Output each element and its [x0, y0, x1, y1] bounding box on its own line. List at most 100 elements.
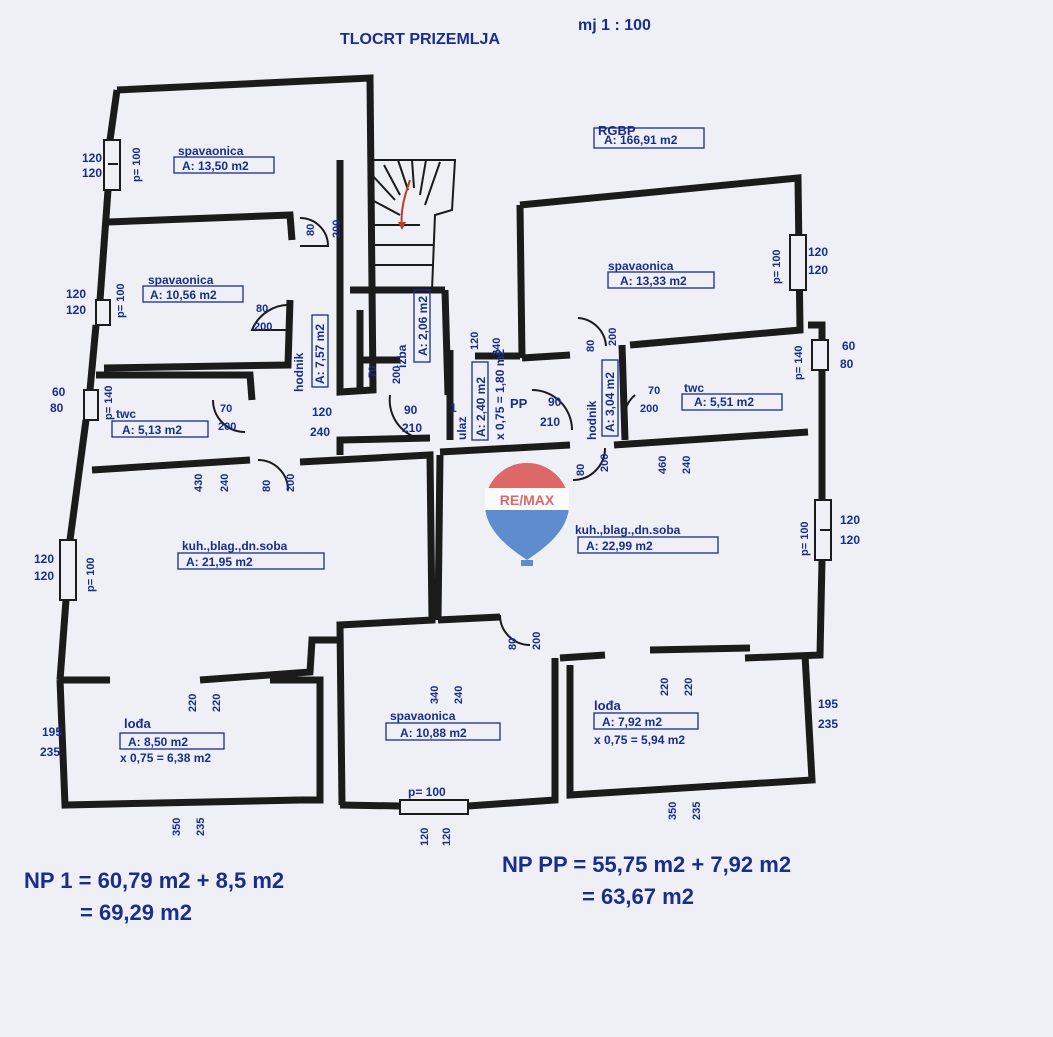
svg-text:A: 10,56 m2: A: 10,56 m2 [150, 288, 217, 302]
svg-text:hodnik: hodnik [585, 400, 599, 440]
svg-text:x 0,75 = 5,94 m2: x 0,75 = 5,94 m2 [594, 733, 685, 747]
svg-text:200: 200 [599, 454, 611, 472]
svg-text:350: 350 [171, 818, 183, 836]
svg-text:x 0,75 = 1,80 m2: x 0,75 = 1,80 m2 [493, 349, 507, 440]
dimension-labels: 120 120 p= 100 120 120 p= 100 60 80 p= 1… [34, 147, 860, 846]
room-spav1: spavaonica A: 13,50 m2 [173, 144, 275, 174]
room-kuh1: kuh.,blag.,dn.soba A: 21,95 m2 [177, 539, 325, 570]
svg-text:120: 120 [441, 828, 453, 846]
svg-text:A: 7,92 m2: A: 7,92 m2 [602, 715, 662, 729]
svg-text:120: 120 [840, 533, 860, 547]
svg-text:izba: izba [395, 344, 409, 368]
rgbp-area: A: 166,91 m2 [604, 133, 678, 147]
svg-text:120: 120 [34, 569, 54, 583]
svg-text:ulaz: ulaz [455, 417, 469, 440]
svg-text:200: 200 [254, 321, 272, 333]
svg-text:195: 195 [42, 725, 62, 739]
svg-text:lođa: lođa [124, 716, 151, 731]
total-np1-line2: = 69,29 m2 [80, 900, 192, 925]
svg-text:A: 3,04 m2: A: 3,04 m2 [603, 372, 617, 432]
total-np1-line1: NP 1 = 60,79 m2 + 8,5 m2 [24, 868, 285, 893]
svg-text:235: 235 [818, 717, 838, 731]
svg-text:350: 350 [667, 802, 679, 820]
svg-text:spavaonica: spavaonica [608, 259, 674, 273]
svg-text:kuh.,blag.,dn.soba: kuh.,blag.,dn.soba [182, 539, 288, 553]
svg-text:235: 235 [40, 745, 60, 759]
svg-text:220: 220 [683, 678, 695, 696]
total-nppp-line1: NP PP = 55,75 m2 + 7,92 m2 [502, 852, 792, 877]
svg-text:A: 2,40 m2: A: 2,40 m2 [474, 377, 488, 437]
svg-text:kuh.,blag.,dn.soba: kuh.,blag.,dn.soba [575, 523, 681, 537]
svg-text:60: 60 [842, 339, 856, 353]
svg-text:220: 220 [659, 678, 671, 696]
svg-text:240: 240 [219, 474, 231, 492]
svg-text:80: 80 [50, 401, 64, 415]
svg-text:80: 80 [585, 340, 597, 352]
svg-text:A: 22,99 m2: A: 22,99 m2 [586, 539, 653, 553]
svg-text:A: 7,57 m2: A: 7,57 m2 [313, 324, 327, 384]
svg-text:70: 70 [220, 403, 232, 415]
svg-text:200: 200 [391, 366, 403, 384]
room-ulaz: ulaz A: 2,40 m2 x 0,75 = 1,80 m2 [455, 349, 507, 441]
svg-text:A: 13,50 m2: A: 13,50 m2 [182, 159, 249, 173]
svg-text:spavaonica: spavaonica [178, 144, 244, 158]
svg-text:80: 80 [256, 303, 268, 315]
svg-text:80: 80 [840, 357, 854, 371]
room-kuh2: kuh.,blag.,dn.soba A: 22,99 m2 [575, 523, 719, 554]
svg-text:A: 10,88 m2: A: 10,88 m2 [400, 726, 467, 740]
room-twc1: twc A: 5,13 m2 [111, 407, 209, 438]
svg-text:60: 60 [52, 385, 66, 399]
svg-text:70: 70 [648, 385, 660, 397]
svg-text:120: 120 [34, 552, 54, 566]
svg-text:p= 100: p= 100 [408, 785, 446, 799]
svg-text:A: 5,13 m2: A: 5,13 m2 [122, 423, 182, 437]
windows [59, 139, 832, 815]
svg-text:235: 235 [195, 818, 207, 836]
svg-text:240: 240 [453, 686, 465, 704]
svg-text:80: 80 [575, 464, 587, 476]
room-hodnik2: hodnik A: 3,04 m2 [585, 359, 619, 440]
svg-text:120: 120 [312, 405, 332, 419]
svg-text:80: 80 [261, 480, 273, 492]
svg-text:120: 120 [419, 828, 431, 846]
svg-text:lođa: lođa [594, 698, 621, 713]
svg-text:twc: twc [684, 381, 704, 395]
svg-text:90: 90 [548, 395, 562, 409]
svg-text:hodnik: hodnik [292, 352, 306, 392]
svg-text:235: 235 [691, 802, 703, 820]
room-spav4: spavaonica A: 10,88 m2 [385, 709, 501, 741]
svg-text:200: 200 [531, 632, 543, 650]
svg-text:p= 140: p= 140 [793, 345, 805, 380]
svg-text:80: 80 [507, 638, 519, 650]
svg-text:A: 5,51 m2: A: 5,51 m2 [694, 395, 754, 409]
svg-text:p= 100: p= 100 [115, 283, 127, 318]
svg-text:220: 220 [187, 694, 199, 712]
pp-label: PP [510, 396, 528, 411]
svg-text:200: 200 [218, 421, 236, 433]
svg-text:120: 120 [82, 166, 102, 180]
svg-text:210: 210 [540, 415, 560, 429]
svg-text:200: 200 [640, 403, 658, 415]
svg-text:460: 460 [657, 456, 669, 474]
svg-text:A: 2,06 m2: A: 2,06 m2 [416, 296, 430, 356]
room-twc2: twc A: 5,51 m2 [681, 381, 783, 411]
svg-text:240: 240 [310, 425, 330, 439]
svg-text:120: 120 [82, 151, 102, 165]
room-izba: izba A: 2,06 m2 [395, 289, 431, 368]
total-nppp-line2: = 63,67 m2 [582, 884, 694, 909]
svg-text:80: 80 [305, 224, 317, 236]
rgbp-box [593, 127, 705, 149]
room-loda2: lođa A: 7,92 m2 x 0,75 = 5,94 m2 [593, 698, 699, 747]
door-swings [212, 217, 636, 646]
svg-text:90: 90 [404, 403, 418, 417]
room-loda1: lođa A: 8,50 m2 x 0,75 = 6,38 m2 [119, 716, 225, 765]
svg-text:195: 195 [818, 697, 838, 711]
remax-logo: RE/MAX [485, 463, 569, 566]
svg-text:240: 240 [681, 456, 693, 474]
plan-scale: mj 1 : 100 [578, 17, 651, 34]
svg-text:200: 200 [607, 328, 619, 346]
svg-text:p= 140: p= 140 [103, 385, 115, 420]
svg-text:240: 240 [491, 338, 503, 356]
room-hodnik1: hodnik A: 7,57 m2 [292, 314, 329, 392]
svg-text:120: 120 [808, 263, 828, 277]
